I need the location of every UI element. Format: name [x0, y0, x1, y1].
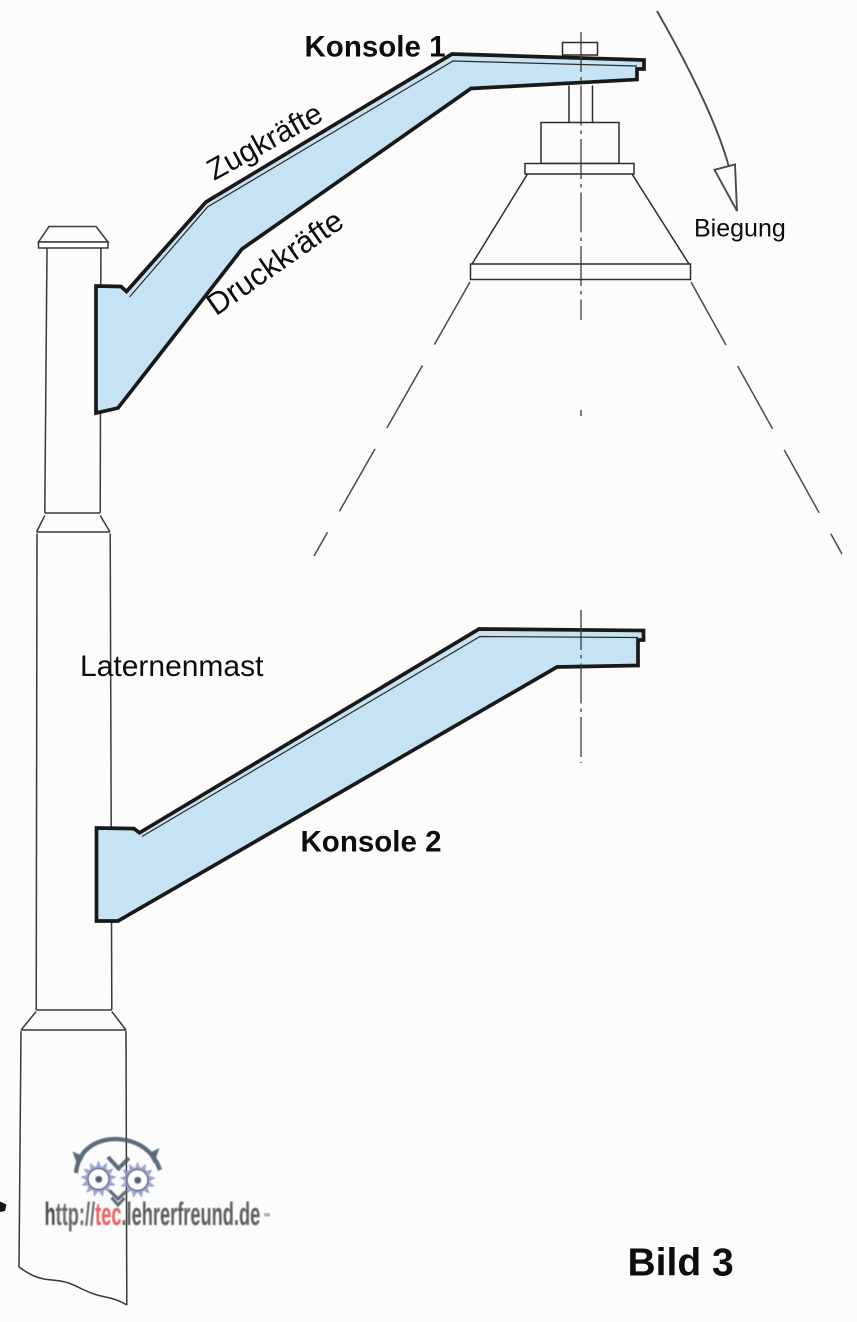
svg-text:Konsole 1: Konsole 1 [305, 31, 446, 64]
svg-text:http://tec.lehrerfreund.de: http://tec.lehrerfreund.de [45, 1196, 261, 1233]
svg-text:Laternenmast: Laternenmast [80, 650, 264, 683]
svg-text:Bild 3: Bild 3 [628, 1242, 734, 1285]
svg-text:Konsole 2: Konsole 2 [301, 826, 442, 859]
svg-text:Biegung: Biegung [694, 215, 786, 243]
